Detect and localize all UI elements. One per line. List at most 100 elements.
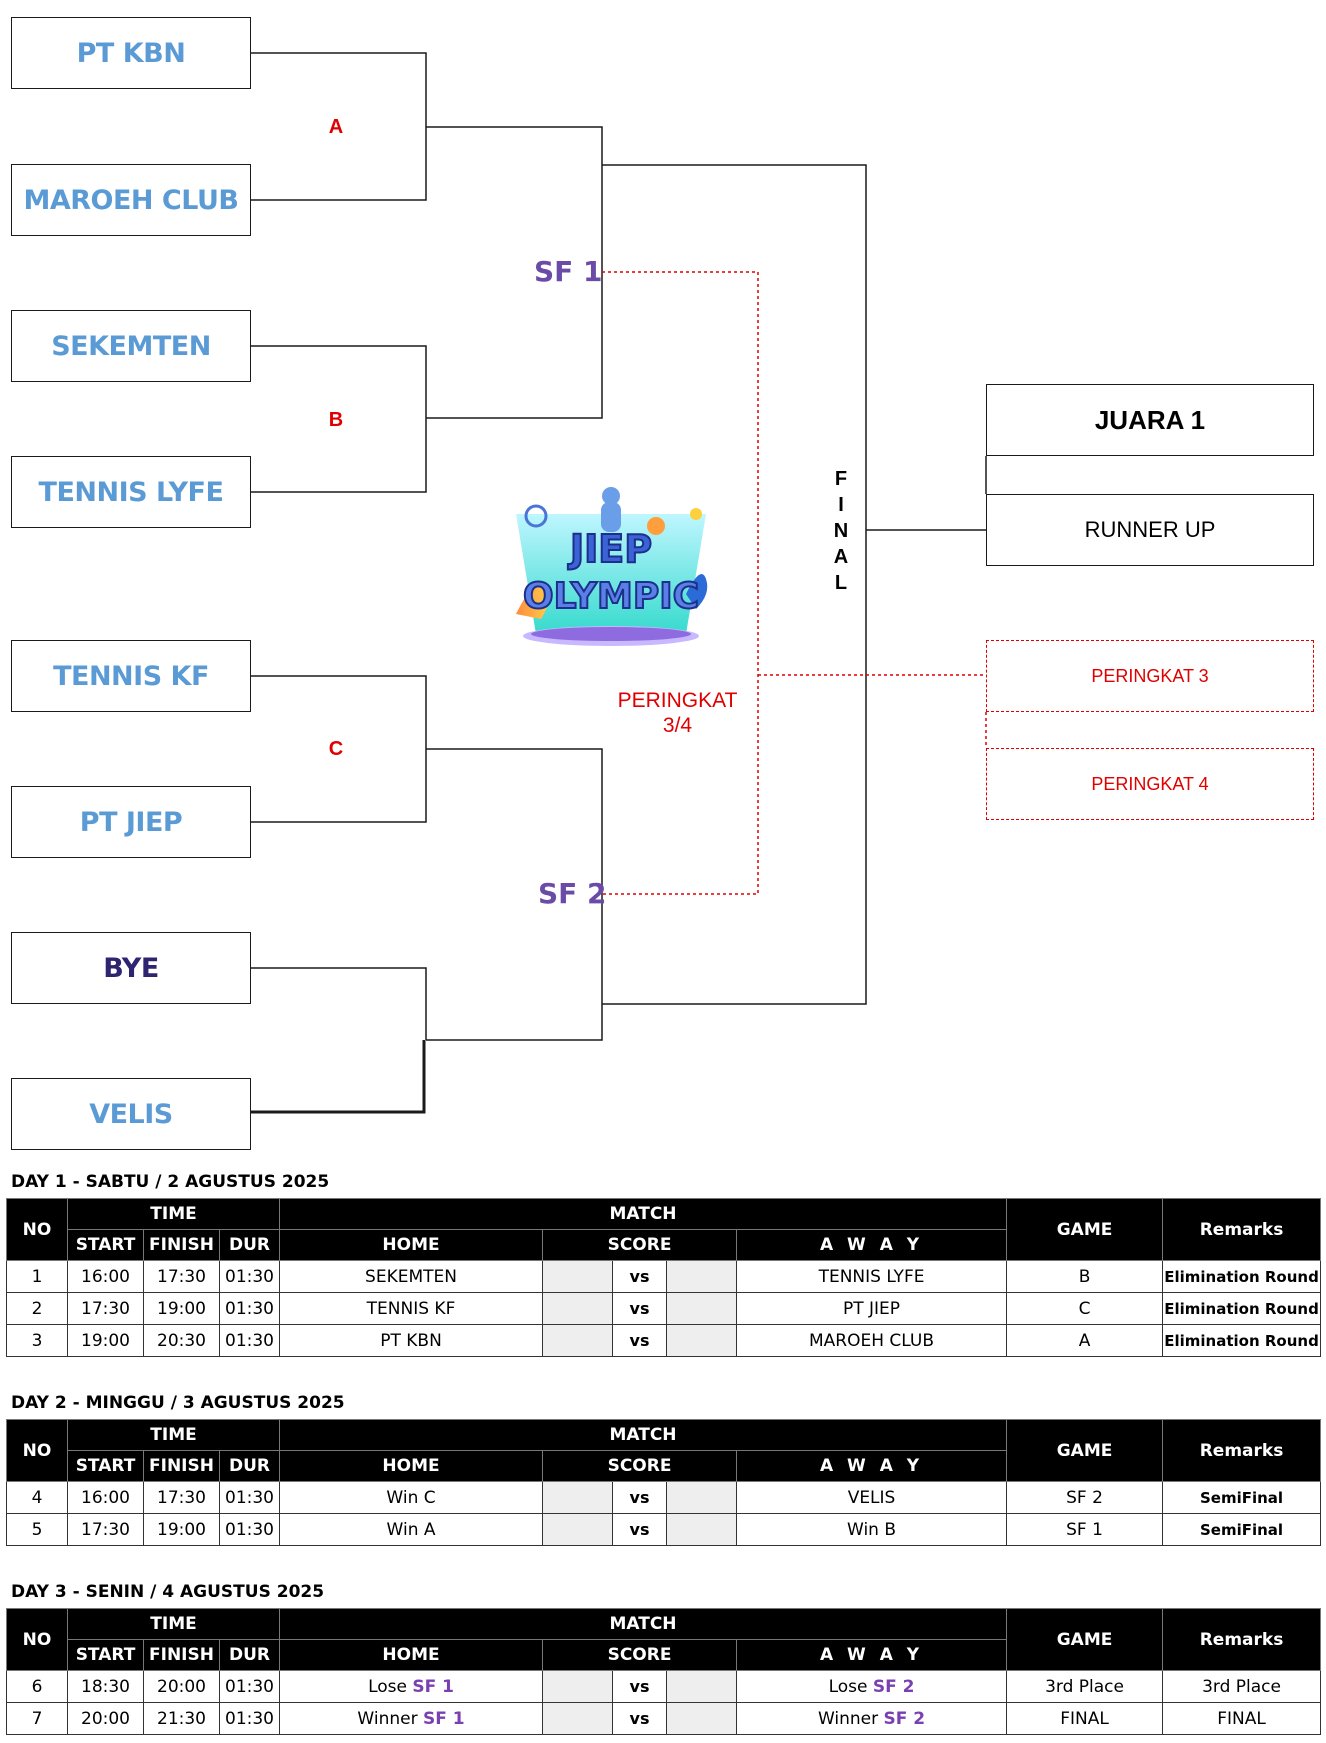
runner-up-label: RUNNER UP (1084, 517, 1216, 542)
final-vertical-label: F I N A L (833, 468, 849, 594)
header-game: GAME (1006, 1419, 1164, 1482)
logo-text-2: OLYMPIC (523, 576, 699, 617)
cell-home-score (542, 1513, 614, 1546)
cell-vs: vs (612, 1481, 668, 1514)
cell-finish: 19:00 (143, 1513, 220, 1546)
cell-away-score (666, 1670, 738, 1703)
team-box-tennis-lyfe: TENNIS LYFE (11, 456, 251, 528)
day-3-title: DAY 3 - SENIN / 4 AGUSTUS 2025 (11, 1582, 325, 1602)
cell-away-score (666, 1260, 738, 1293)
cell-game: 3rd Place (1006, 1670, 1164, 1703)
header-match: MATCH (279, 1198, 1008, 1230)
cell-home-score (542, 1481, 614, 1514)
day-3-table: NO TIME MATCH GAME Remarks START FINISH … (6, 1608, 1322, 1735)
header-no: NO (6, 1608, 68, 1671)
table-subheader-row: START FINISH DUR HOME SCORE A W A Y (7, 1229, 1321, 1261)
cell-home-score (542, 1292, 614, 1325)
cell-finish: 17:30 (143, 1260, 220, 1293)
cell-finish: 17:30 (143, 1481, 220, 1514)
cell-home: Win C (279, 1481, 544, 1514)
juara-1-box: JUARA 1 (986, 384, 1314, 456)
header-score: SCORE (542, 1229, 738, 1261)
day-2-title: DAY 2 - MINGGU / 3 AGUSTUS 2025 (11, 1393, 345, 1413)
header-home: HOME (279, 1229, 544, 1261)
cell-away: MAROEH CLUB (736, 1324, 1008, 1357)
table-row: 4 16:00 17:30 01:30 Win C vs VELIS SF 2 … (6, 1481, 1322, 1514)
cell-remarks: Elimination Round (1162, 1292, 1322, 1325)
cell-no: 5 (6, 1513, 68, 1546)
team-box-bye: BYE (11, 932, 251, 1004)
day-1-title: DAY 1 - SABTU / 2 AGUSTUS 2025 (11, 1172, 330, 1192)
cell-vs: vs (612, 1513, 668, 1546)
cell-home: SEKEMTEN (279, 1260, 544, 1293)
cell-no: 2 (6, 1292, 68, 1325)
away-prefix: Lose (828, 1676, 868, 1697)
cell-no: 1 (6, 1260, 68, 1293)
team-box-maroeh-club: MAROEH CLUB (11, 164, 251, 236)
cell-away-score (666, 1292, 738, 1325)
cell-away-score (666, 1513, 738, 1546)
logo-art: JIEP OLYMPIC (516, 487, 708, 646)
cell-dur: 01:30 (218, 1513, 281, 1546)
header-time: TIME (66, 1419, 281, 1451)
header-dur: DUR (218, 1450, 281, 1482)
cell-vs: vs (612, 1702, 668, 1735)
cell-finish: 19:00 (143, 1292, 220, 1325)
cell-vs: vs (612, 1324, 668, 1357)
cell-home: PT KBN (279, 1324, 544, 1357)
home-ref: SF 1 (422, 1708, 465, 1729)
cell-start: 16:00 (67, 1481, 144, 1514)
cell-vs: vs (612, 1260, 668, 1293)
day-2-table: NO TIME MATCH GAME Remarks START FINISH … (6, 1419, 1322, 1546)
header-away: A W A Y (736, 1450, 1008, 1482)
team-box-sekemten: SEKEMTEN (11, 310, 251, 382)
table-row: 2 17:30 19:00 01:30 TENNIS KF vs PT JIEP… (6, 1292, 1322, 1325)
team-box-velis: VELIS (11, 1078, 251, 1150)
cell-start: 16:00 (67, 1260, 144, 1293)
cell-away: Win B (736, 1513, 1008, 1546)
cell-dur: 01:30 (218, 1670, 281, 1703)
header-remarks: Remarks (1162, 1419, 1322, 1482)
cell-remarks: 3rd Place (1162, 1670, 1322, 1703)
sf2-label: SF 2 (538, 877, 607, 910)
group-label-a: A (328, 116, 344, 138)
cell-dur: 01:30 (218, 1292, 281, 1325)
header-game: GAME (1006, 1198, 1164, 1261)
header-remarks: Remarks (1162, 1608, 1322, 1671)
header-home: HOME (279, 1639, 544, 1671)
header-start: START (67, 1639, 144, 1671)
cell-away-score (666, 1324, 738, 1357)
header-finish: FINISH (143, 1639, 220, 1671)
team-name: TENNIS LYFE (38, 476, 224, 508)
cell-away: Winner SF 2 (736, 1702, 1008, 1735)
table-row: 1 16:00 17:30 01:30 SEKEMTEN vs TENNIS L… (6, 1260, 1322, 1293)
home-prefix: Lose (368, 1676, 407, 1697)
group-label-c: C (328, 738, 344, 760)
peringkat-3-label: PERINGKAT 3 (1091, 665, 1209, 686)
header-start: START (67, 1229, 144, 1261)
away-ref: SF 2 (872, 1676, 915, 1697)
peringkat-4-label: PERINGKAT 4 (1091, 773, 1209, 794)
header-dur: DUR (218, 1229, 281, 1261)
cell-home-score (542, 1260, 614, 1293)
cell-start: 19:00 (67, 1324, 144, 1357)
cell-away: Lose SF 2 (736, 1670, 1008, 1703)
table-subheader-row: START FINISH DUR HOME SCORE A W A Y (7, 1450, 1321, 1482)
cell-game: A (1006, 1324, 1164, 1357)
cell-remarks: Elimination Round (1162, 1260, 1322, 1293)
cell-dur: 01:30 (218, 1702, 281, 1735)
table-subheader-row: START FINISH DUR HOME SCORE A W A Y (7, 1639, 1321, 1671)
cell-away-score (666, 1481, 738, 1514)
cell-game: FINAL (1006, 1702, 1164, 1735)
cell-home-score (542, 1702, 614, 1735)
cell-no: 4 (6, 1481, 68, 1514)
peringkat-34-label: PERINGKAT 3/4 (617, 689, 738, 737)
header-dur: DUR (218, 1639, 281, 1671)
cell-start: 17:30 (67, 1292, 144, 1325)
cell-home-score (542, 1324, 614, 1357)
cell-away: TENNIS LYFE (736, 1260, 1008, 1293)
header-match: MATCH (279, 1419, 1008, 1451)
table-header-row: NO TIME MATCH GAME Remarks (6, 1608, 1322, 1671)
team-box-pt-jiep: PT JIEP (11, 786, 251, 858)
table-row: 7 20:00 21:30 01:30 Winner SF 1 vs Winne… (6, 1702, 1322, 1735)
